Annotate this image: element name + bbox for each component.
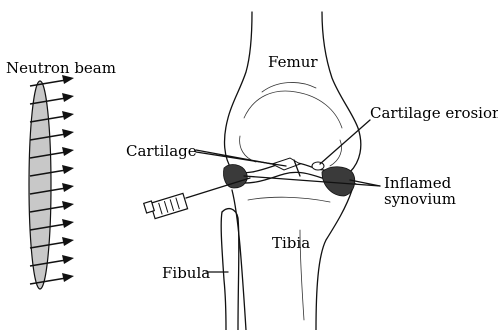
beam-arrowhead xyxy=(62,129,74,138)
beam-arrowhead xyxy=(62,201,74,210)
tibia-bone xyxy=(232,190,352,330)
beam-arrowhead xyxy=(62,165,74,174)
beam-arrowhead xyxy=(62,237,74,246)
beam-arrow xyxy=(30,80,66,86)
beam-arrowhead xyxy=(62,147,74,156)
beam-arrowhead xyxy=(62,111,74,120)
label-tibia: Tibia xyxy=(272,234,310,252)
label-inflamed-line2: synovium xyxy=(384,190,456,208)
beam-arrowhead xyxy=(62,273,74,282)
beam-arrowhead xyxy=(62,219,74,228)
label-femur: Femur xyxy=(268,53,318,71)
synovium-pointer-left xyxy=(244,176,380,186)
label-cartilage-erosion: Cartilage erosion xyxy=(370,104,498,122)
beam-arrowhead xyxy=(62,255,74,264)
erosion-pointer xyxy=(320,120,370,164)
beam-arrowhead xyxy=(62,183,74,192)
neutron-beam xyxy=(29,75,74,289)
beam-source-ellipse xyxy=(29,81,51,289)
femur-bone xyxy=(225,12,361,172)
label-cartilage: Cartilage xyxy=(126,142,197,160)
fibula-bone xyxy=(221,209,239,330)
label-fibula: Fibula xyxy=(162,264,210,282)
beam-arrowhead xyxy=(62,93,74,102)
label-neutron-beam: Neutron beam xyxy=(6,59,116,77)
